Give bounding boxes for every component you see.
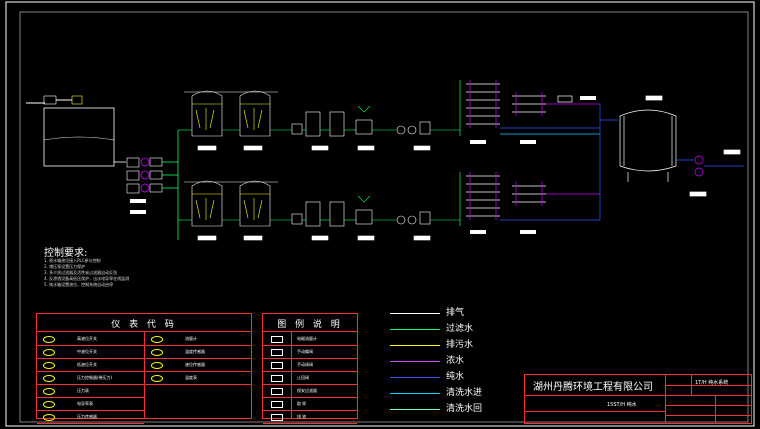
legend-row: 电磁流量计 xyxy=(263,333,357,346)
pipe-line-swatch xyxy=(390,377,440,378)
lower-filter-vessels xyxy=(178,180,292,241)
legend-label: 电磁流量计 xyxy=(297,336,317,341)
legend-symbol-icon xyxy=(271,401,283,408)
company-name: 湖州丹腾环境工程有限公司 xyxy=(533,382,653,393)
pipe-line-swatch xyxy=(390,345,440,346)
legend-symbol-icon xyxy=(271,388,283,395)
instrument-symbol-icon xyxy=(151,362,163,369)
instrument-symbol-icon xyxy=(43,362,55,369)
control-requirement-line: 1. 原水箱液位接入PLC参与控制 xyxy=(44,258,101,263)
instrument-row: 高液位开关 xyxy=(37,333,144,346)
legend-label: 取 样 xyxy=(297,401,307,406)
instrument-row: 低液位开关 xyxy=(37,359,144,372)
legend-row: 手动球阀 xyxy=(263,359,357,372)
legend-table-title: 图 例 说 明 xyxy=(277,320,343,330)
instrument-row: 压力表 xyxy=(37,385,144,398)
instrument-label: 液位传感器 xyxy=(185,362,205,367)
pipe-line-legend: 排气过滤水排污水浓水纯水清洗水进清洗水回 xyxy=(390,304,510,420)
instrument-symbol-icon xyxy=(151,336,163,343)
legend-label: 手动蝶阀 xyxy=(297,349,313,354)
lower-pretreatment xyxy=(291,195,460,241)
upper-pretreatment xyxy=(291,105,460,151)
control-requirements-title: 控制要求: xyxy=(44,248,88,259)
lower-ro-rack xyxy=(459,104,601,234)
instrument-label: 温度表 xyxy=(185,375,197,380)
instrument-row: 电导率表 xyxy=(37,398,144,411)
instrument-table-title: 仪 表 代 码 xyxy=(111,320,177,330)
raw-water-tank xyxy=(26,95,126,167)
control-requirement-line: 4. 反渗透设备高低压保护，出水电导率在线监测 xyxy=(44,276,130,281)
pipe-line-label: 过滤水 xyxy=(446,324,474,334)
instrument-row: 液位传感器 xyxy=(145,359,251,372)
pipe-line-label: 纯水 xyxy=(446,372,465,382)
instrument-label: 流量计 xyxy=(185,336,197,341)
instrument-symbol-icon xyxy=(43,401,55,408)
instrument-label: 压力控制器(带压力) xyxy=(77,375,113,380)
legend-row: 排 放 xyxy=(263,411,357,424)
pipe-line-label: 清洗水回 xyxy=(446,404,483,414)
pipe-line-swatch xyxy=(390,329,440,330)
instrument-symbol-icon xyxy=(43,414,55,421)
pipe-line-swatch xyxy=(390,313,440,314)
drawing-frame xyxy=(5,1,755,427)
instrument-row: 中液位开关 xyxy=(37,346,144,359)
legend-symbol-icon xyxy=(271,349,283,356)
instrument-row: 压力传感器 xyxy=(37,411,144,424)
legend-row: 止回阀 xyxy=(263,372,357,385)
control-requirement-line: 2. 增压泵设置压力保护 xyxy=(44,264,86,269)
instrument-symbol-icon xyxy=(43,336,55,343)
pipe-line-label: 排污水 xyxy=(446,340,474,350)
legend-symbol-icon xyxy=(271,375,283,382)
legend-table: 图 例 说 明 电磁流量计手动蝶阀手动球阀止回阀保安过滤器取 样排 放 xyxy=(262,313,358,424)
instrument-symbol-icon xyxy=(43,349,55,356)
instrument-table: 仪 表 代 码 高液位开关中液位开关低液位开关压力控制器(带压力) 压力表电导率表… xyxy=(36,313,252,424)
project-name: 1T/H 纯水系统 xyxy=(695,380,729,386)
control-requirement-line: 5. 纯水箱设置液位，控制系统自动启停 xyxy=(44,282,114,287)
control-requirement-line: 3. 多介质过滤器及活性炭过滤器自动反洗 xyxy=(44,270,118,275)
instrument-row: 压力控制器(带压力) xyxy=(37,372,144,385)
pipe-line-swatch xyxy=(390,409,440,410)
legend-symbol-icon xyxy=(271,336,283,343)
instrument-label: 高液位开关 xyxy=(77,336,97,341)
legend-row: 手动蝶阀 xyxy=(263,346,357,359)
pipe-line-swatch xyxy=(390,393,440,394)
instrument-row: 温度表 xyxy=(145,372,251,385)
instrument-symbol-icon xyxy=(43,375,55,382)
instrument-label: 温度传感器 xyxy=(185,349,205,354)
instrument-label: 中液位开关 xyxy=(77,349,97,354)
drawing-name: 15ST/H 纯水 xyxy=(607,402,637,408)
legend-label: 止回阀 xyxy=(297,375,309,380)
upper-filter-vessels xyxy=(178,90,292,151)
pipe-line-label: 排气 xyxy=(446,308,465,318)
instrument-label: 低液位开关 xyxy=(77,362,97,367)
legend-row: 保安过滤器 xyxy=(263,385,357,398)
instrument-label: 压力表 xyxy=(77,388,89,393)
legend-label: 排 放 xyxy=(297,414,307,419)
instrument-label: 压力传感器 xyxy=(77,414,97,419)
pipe-line-swatch xyxy=(390,361,440,362)
pure-water-tank xyxy=(600,95,744,197)
pipe-line-label: 浓水 xyxy=(446,356,465,366)
upper-ro-rack xyxy=(459,80,600,144)
inner-frame xyxy=(19,11,749,423)
raw-water-pumps xyxy=(126,130,179,240)
legend-label: 手动球阀 xyxy=(297,362,313,367)
title-block: 湖州丹腾环境工程有限公司 15ST/H 纯水 1T/H 纯水系统 xyxy=(524,374,752,424)
instrument-symbol-icon xyxy=(151,349,163,356)
instrument-row: 流量计 xyxy=(145,333,251,346)
legend-label: 保安过滤器 xyxy=(297,388,317,393)
legend-symbol-icon xyxy=(271,414,283,421)
pipe-line-label: 清洗水进 xyxy=(446,388,483,398)
instrument-symbol-icon xyxy=(151,375,163,382)
legend-row: 取 样 xyxy=(263,398,357,411)
instrument-symbol-icon xyxy=(43,388,55,395)
instrument-row: 温度传感器 xyxy=(145,346,251,359)
legend-symbol-icon xyxy=(271,362,283,369)
instrument-label: 电导率表 xyxy=(77,401,93,406)
